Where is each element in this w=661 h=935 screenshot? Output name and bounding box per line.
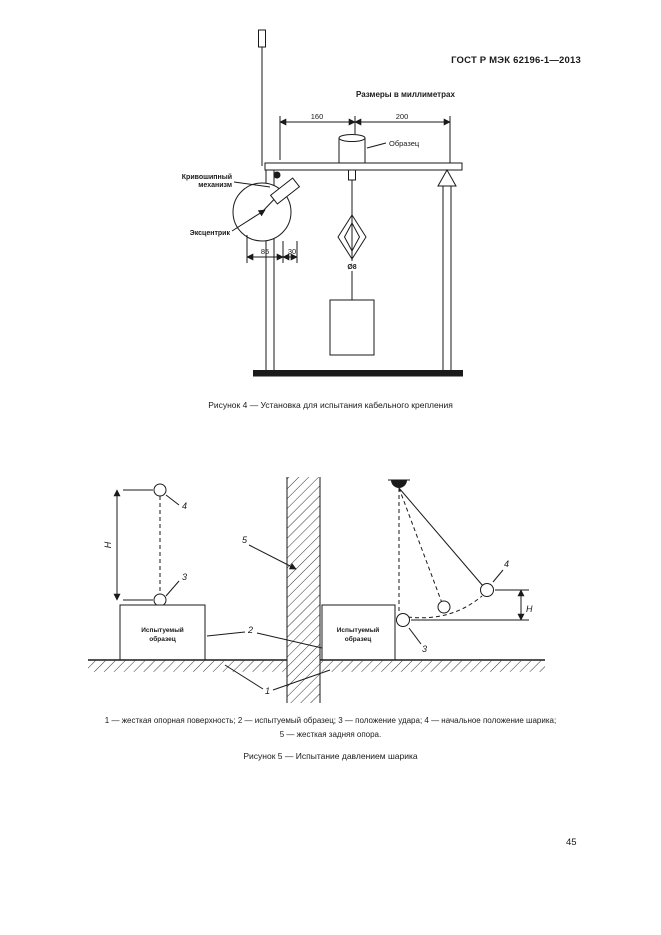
ref-4-right: 4: [504, 559, 509, 569]
page-number: 45: [566, 837, 577, 848]
lever-beam: [264, 162, 463, 171]
dimension-bottom: [246, 235, 298, 263]
specimen-cylinder: [338, 134, 366, 163]
figure4-drawing: 160 200 85 30 Образец Кривошипный механи…: [182, 29, 463, 377]
pendulum-pivot: [391, 480, 407, 488]
figure4-caption: Рисунок 4 — Установка для испытания кабе…: [208, 400, 453, 410]
ball-start-left: [153, 483, 167, 497]
figure5-legend-line1: 1 — жесткая опорная поверхность; 2 — исп…: [104, 716, 557, 725]
ref-1: 1: [265, 686, 270, 696]
specimen-box-right: [321, 604, 396, 661]
back-support-wall: [286, 477, 321, 703]
dim-160-label: 160: [311, 112, 324, 121]
dim-85-label: 85: [261, 247, 269, 256]
units-note: Размеры в миллиметрах: [356, 90, 455, 99]
dimension-h-left: [113, 489, 153, 601]
leader-2a: [206, 631, 246, 637]
hanging-linkage: [329, 169, 375, 356]
base-plate: [253, 370, 463, 377]
push-rod: [258, 29, 266, 166]
ref-3-left: 3: [182, 572, 187, 582]
leader-1b: [272, 669, 331, 691]
pendulum-assembly: [320, 479, 545, 672]
diameter-label: Ø8: [347, 264, 356, 271]
ball-start-right: [480, 583, 494, 597]
dim-200-label: 200: [396, 112, 409, 121]
height-label-left: Н: [103, 541, 113, 548]
figure5-legend-line2: 5 — жесткая задняя опора.: [279, 730, 382, 739]
ref-2: 2: [247, 625, 253, 635]
specimen-right-label1: Испытуемый: [337, 626, 380, 634]
left-assembly: [88, 483, 287, 672]
specimen-box-left: [119, 604, 206, 661]
height-label-right: Н: [526, 604, 533, 614]
specimen-label: Образец: [389, 139, 420, 148]
dimension-top: [279, 116, 451, 166]
ball-mid-position: [437, 600, 451, 614]
specimen-left-label2: образец: [149, 635, 175, 643]
eccentric-label: Эксцентрик: [190, 230, 231, 237]
right-column: [442, 186, 452, 370]
crank-label-leader: [233, 181, 271, 188]
figure5-drawing: 4 3 Н 5 2 1 4 3 Н Испытуемый образец Исп…: [88, 477, 545, 703]
dimension-h-right: [411, 589, 529, 621]
fulcrum: [437, 168, 457, 187]
ball-impact-right: [396, 613, 410, 627]
crank-label-line2: механизм: [198, 182, 232, 189]
figure5-caption: Рисунок 5 — Испытание давлением шарика: [243, 751, 418, 761]
crank-label-line1: Кривошипный: [182, 173, 232, 181]
crank-pin: [269, 177, 301, 205]
specimen-leader-line: [366, 142, 387, 149]
leader-2b: [256, 632, 323, 649]
ref-3-right: 3: [422, 644, 427, 654]
ref-4-left: 4: [182, 501, 187, 511]
leader-1a: [224, 664, 264, 690]
ball-impact-left: [153, 593, 167, 607]
specimen-right-label2: образец: [345, 635, 371, 643]
eccentric-leader: [231, 209, 266, 232]
pivot-dot: [273, 171, 281, 179]
leader-5: [248, 544, 297, 570]
dim-30-label: 30: [288, 247, 296, 256]
test-weight: [329, 299, 375, 356]
ref-5: 5: [242, 535, 248, 545]
specimen-left-label1: Испытуемый: [141, 626, 184, 634]
document-header: ГОСТ Р МЭК 62196-1—2013: [451, 55, 581, 66]
